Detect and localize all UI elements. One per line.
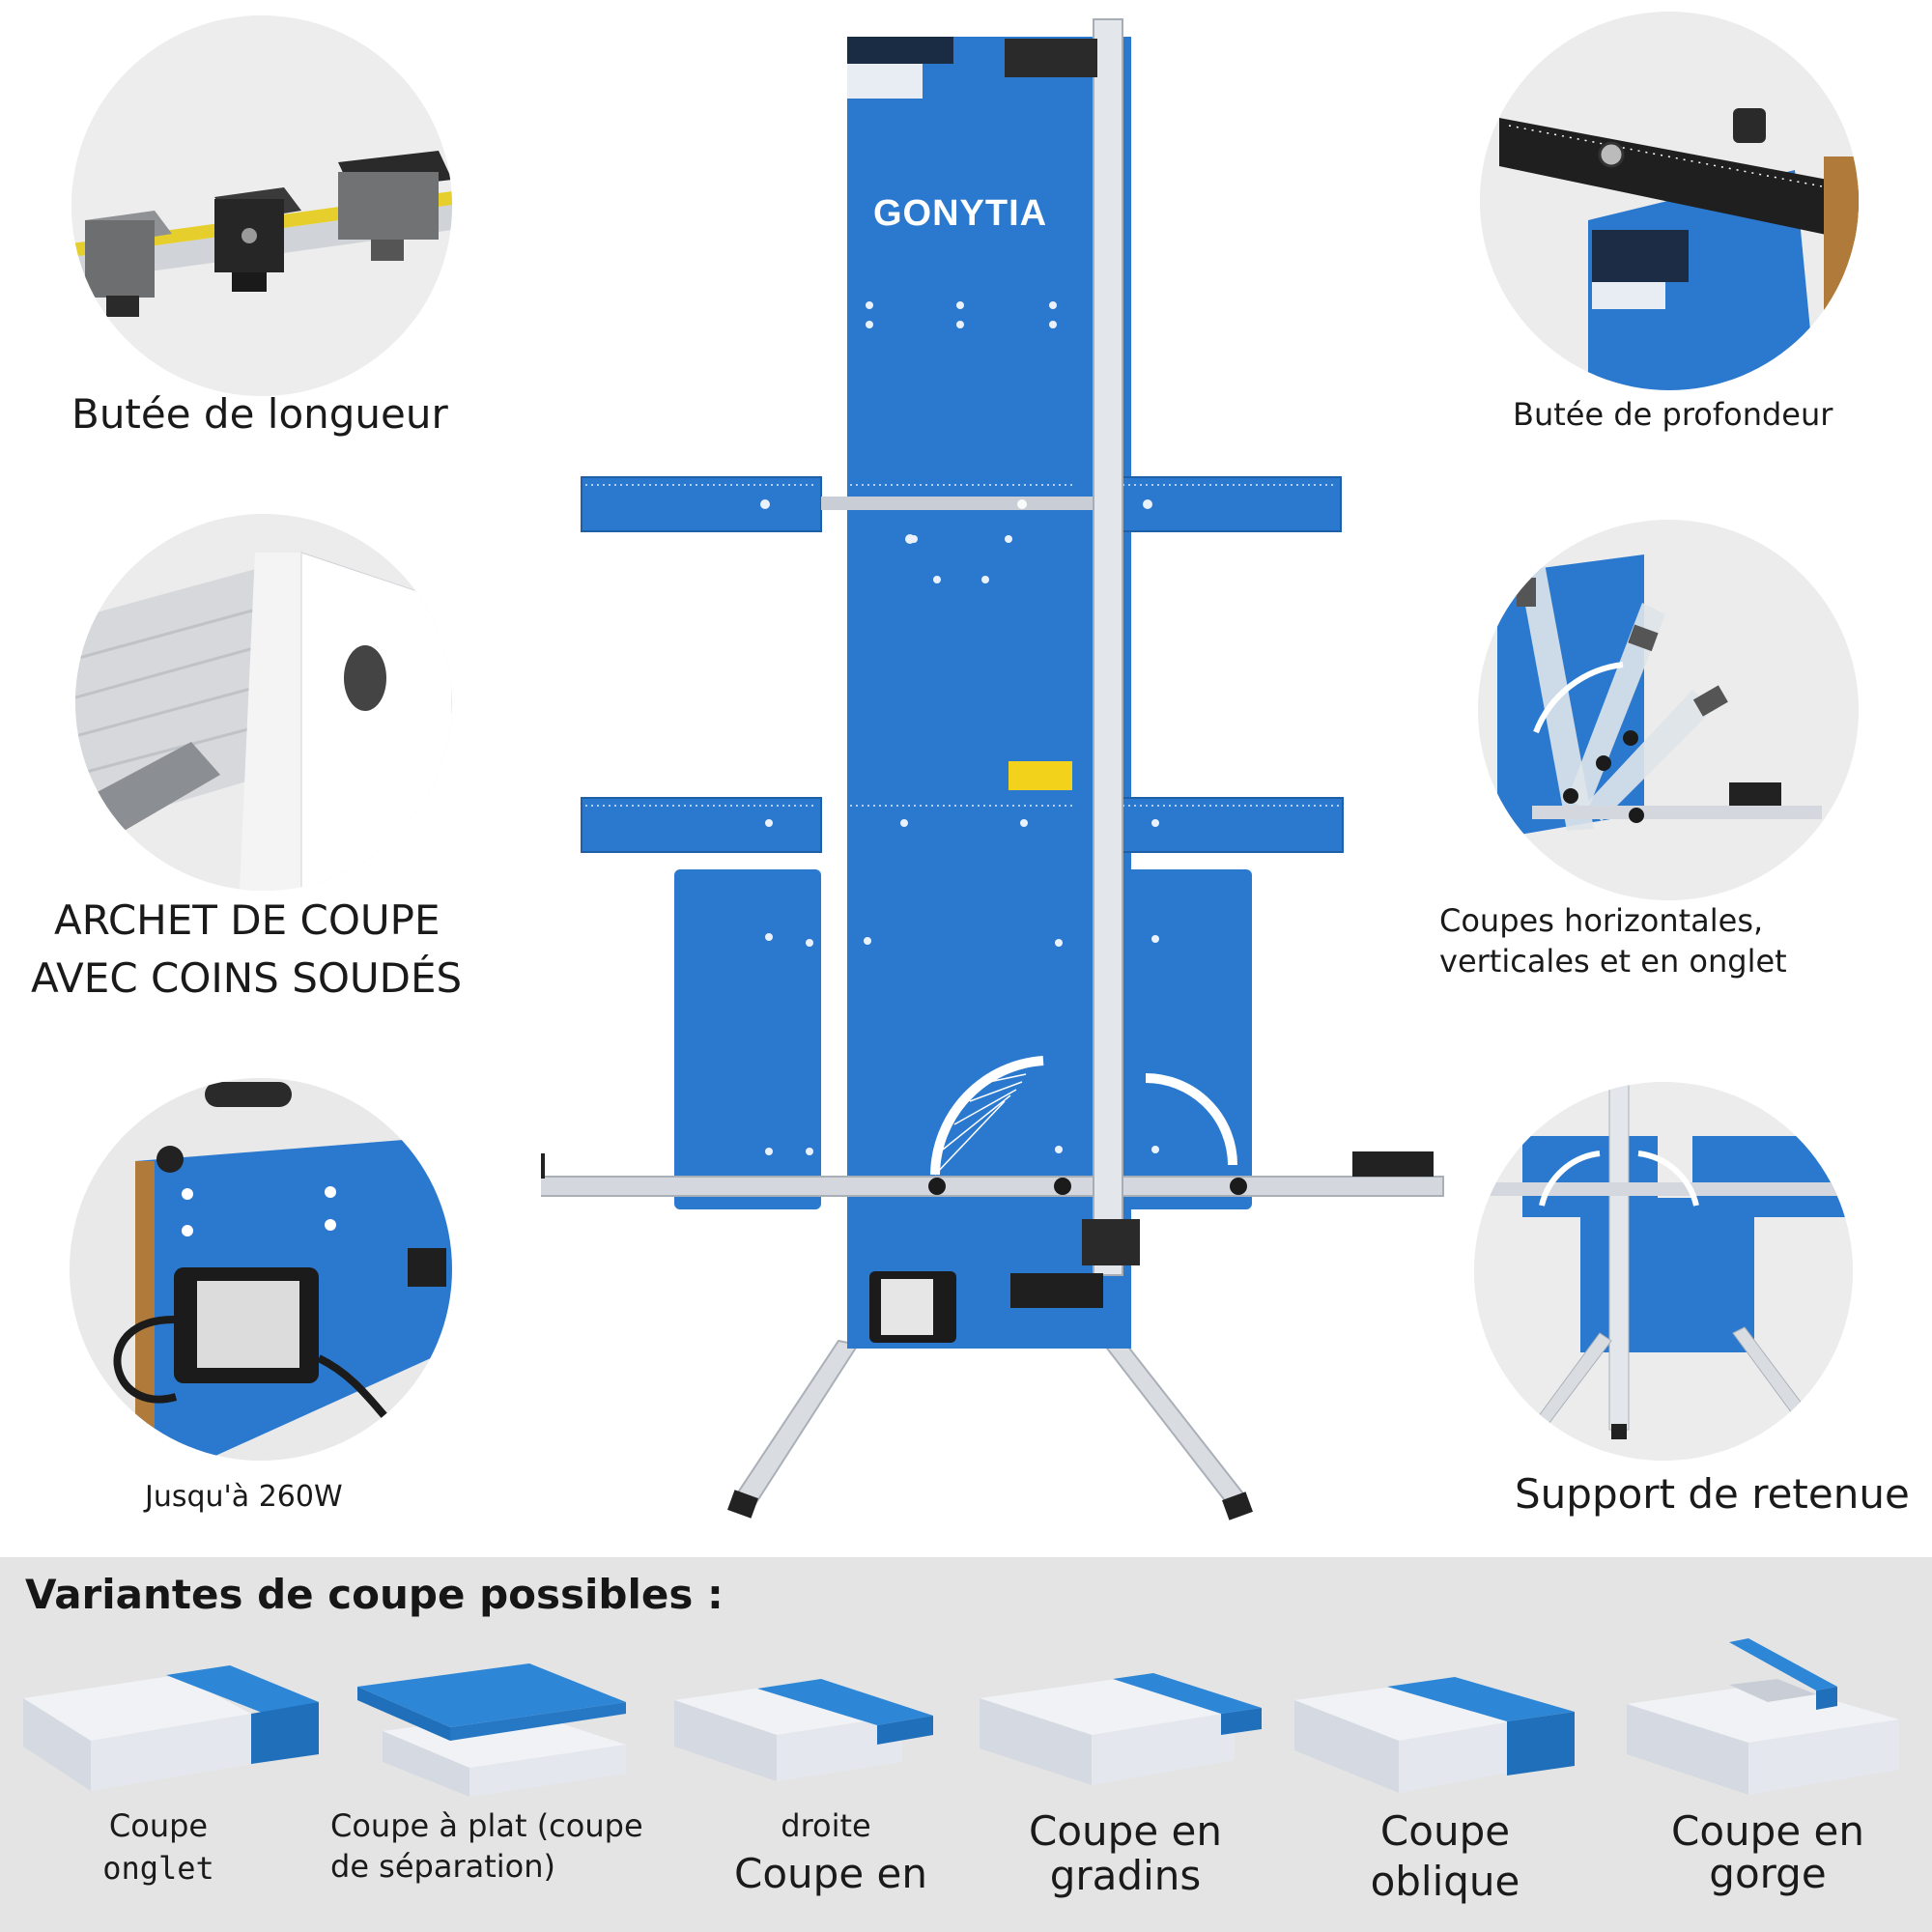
variant-label-4-line2: gradins — [1049, 1852, 1202, 1899]
angle-cuts-caption-line1: Coupes horizontales, — [1439, 902, 1764, 939]
cutting-bow-caption-line1: ARCHET DE COUPE — [54, 896, 440, 944]
tripod-legs — [727, 1335, 1253, 1520]
upper-left-ruler — [581, 476, 822, 532]
variant-label-2-line1: Coupe à plat (coupe — [330, 1807, 643, 1844]
variant-label-2-line2: de séparation) — [330, 1848, 555, 1885]
variant-label-6-line2: gorge — [1709, 1850, 1827, 1897]
variant-oblique-illustration — [1294, 1677, 1575, 1793]
cutting-bow-caption-line2: AVEC COINS SOUDÉS — [31, 954, 463, 1002]
depth-stop-caption: Butée de profondeur — [1513, 396, 1833, 433]
left-support-wing — [674, 869, 821, 1209]
variant-straight-illustration — [674, 1679, 933, 1781]
variant-label-3-line1: droite — [781, 1807, 871, 1844]
main-board — [847, 37, 1131, 1349]
variant-label-5-line1: Coupe — [1379, 1807, 1511, 1855]
yellow-sticker — [1009, 761, 1072, 790]
cutting-bow-arm — [1093, 18, 1123, 1276]
angle-cuts-caption-line2: verticales et en onglet — [1439, 943, 1787, 980]
stop-block-middle — [214, 187, 301, 292]
power-caption: Jusqu'à 260W — [145, 1480, 343, 1514]
variants-heading: Variantes de coupe possibles : — [25, 1571, 724, 1618]
right-foot-pad — [1352, 1151, 1434, 1177]
variant-label-5-line2: oblique — [1370, 1858, 1520, 1905]
depth-stop-photo — [1480, 12, 1859, 390]
variant-label-1-line2: onglet — [102, 1850, 214, 1887]
middle-left-ruler — [581, 797, 822, 853]
stop-block-left — [85, 211, 172, 317]
support-caption: Support de retenue — [1515, 1470, 1910, 1518]
length-stop-photo — [71, 15, 452, 396]
variant-flat-illustration — [357, 1663, 626, 1797]
top-clamp — [1005, 39, 1097, 77]
variant-label-6-line1: Coupe en — [1671, 1807, 1864, 1855]
variant-label-3-line2: Coupe en — [734, 1850, 927, 1897]
left-foot-pad — [541, 1153, 545, 1179]
variant-label-4-line1: Coupe en — [1029, 1807, 1222, 1855]
foam-cutter-machine — [541, 18, 1444, 1520]
transformer-photo — [70, 1078, 452, 1461]
variant-label-1-line1: Coupe — [108, 1807, 209, 1844]
cut-variants-panel: Variantes de coupe possibles : Coupe ong… — [0, 1557, 1932, 1932]
angle-cuts-photo — [1478, 520, 1859, 900]
length-stop-caption: Butée de longueur — [71, 390, 448, 438]
variant-groove-illustration — [1627, 1638, 1899, 1795]
switch-box — [1010, 1273, 1103, 1308]
stop-block-right — [338, 151, 452, 261]
support-stand-photo — [1474, 1082, 1853, 1461]
depth-ruler-bar — [1499, 118, 1859, 242]
lower-clamp — [1082, 1219, 1140, 1265]
angle-protractor — [930, 1056, 1237, 1176]
cutting-bow-photo — [75, 514, 452, 891]
variant-miter-illustration — [23, 1665, 319, 1791]
upper-right-ruler — [1118, 476, 1342, 532]
base-rail — [541, 1176, 1444, 1197]
variant-stepped-illustration — [980, 1673, 1262, 1785]
brand-logo: GONYTIA — [873, 193, 1048, 234]
